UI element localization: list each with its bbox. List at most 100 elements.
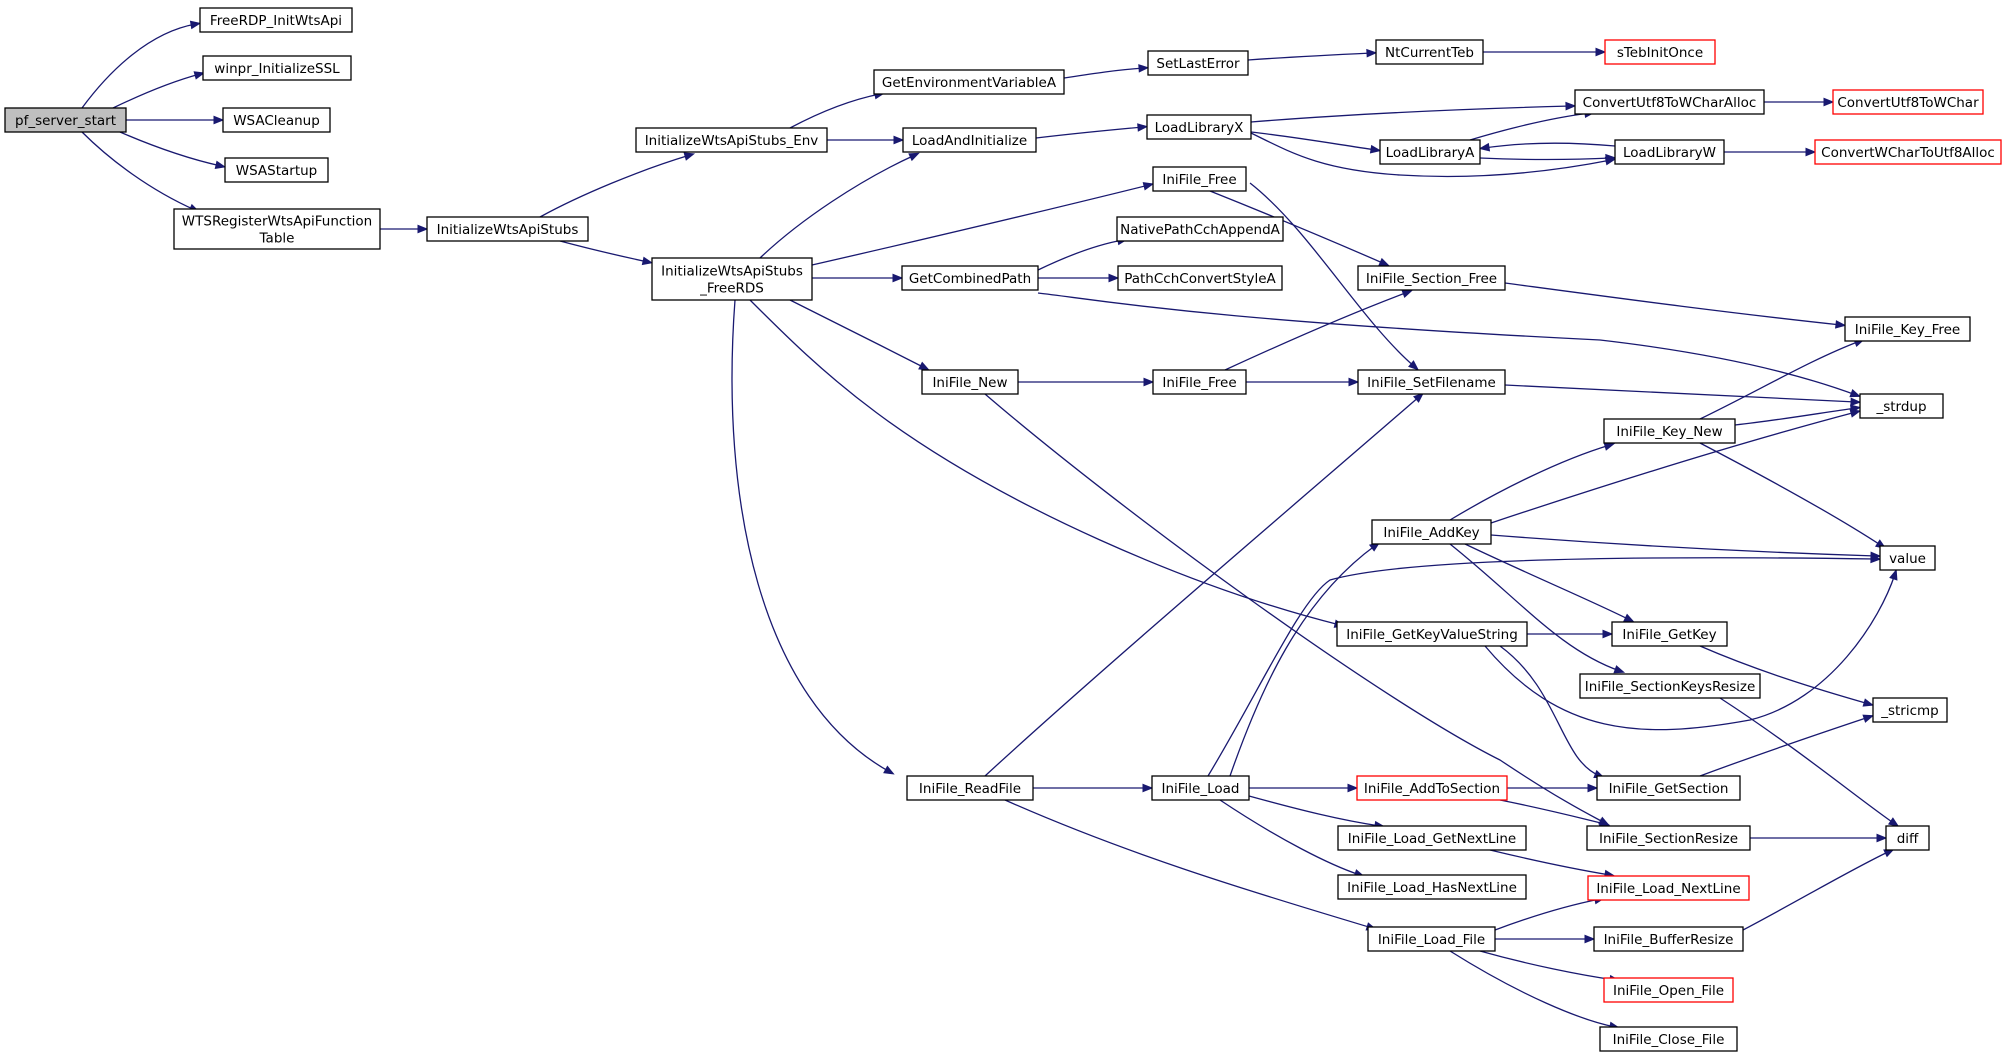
- node-box[interactable]: [1375, 39, 1484, 65]
- node-box[interactable]: [199, 7, 353, 33]
- node-box[interactable]: [1587, 875, 1750, 901]
- node-getenvironmentvariablea[interactable]: GetEnvironmentVariableA: [873, 69, 1065, 95]
- node-box[interactable]: [426, 216, 589, 242]
- node-inifile-close-file[interactable]: IniFile_Close_File: [1599, 1026, 1738, 1052]
- node-box[interactable]: [1151, 775, 1250, 801]
- node-inifile-sectionresize[interactable]: IniFile_SectionResize: [1586, 825, 1751, 851]
- node-box[interactable]: [1367, 926, 1496, 952]
- node-diff[interactable]: diff: [1885, 825, 1930, 851]
- node-box[interactable]: [1152, 166, 1247, 192]
- node-box[interactable]: [1603, 977, 1734, 1003]
- node-inifile-getsection[interactable]: IniFile_GetSection: [1596, 775, 1741, 801]
- node-inifile-load-getnextline[interactable]: IniFile_Load_GetNextLine: [1337, 825, 1527, 851]
- node-convertwchartoutf8alloc[interactable]: ConvertWCharToUtf8Alloc: [1814, 139, 2002, 165]
- node-box[interactable]: [1357, 369, 1506, 395]
- node--strdup[interactable]: _strdup: [1859, 393, 1944, 419]
- node-box[interactable]: [1337, 874, 1527, 900]
- node-box[interactable]: [173, 208, 381, 250]
- node-inifile-key-free[interactable]: IniFile_Key_Free: [1844, 316, 1971, 342]
- node-box[interactable]: [1357, 265, 1506, 291]
- node-inifile-load-file[interactable]: IniFile_Load_File: [1367, 926, 1496, 952]
- node-inifile-getkeyvaluestring[interactable]: IniFile_GetKeyValueString: [1336, 621, 1528, 647]
- node-box[interactable]: [1596, 775, 1741, 801]
- node-box[interactable]: [1579, 673, 1761, 699]
- node-initializewtsapistubs-freerds[interactable]: InitializeWtsApiStubs_FreeRDS: [651, 257, 813, 301]
- node-inifile-addtosection[interactable]: IniFile_AddToSection: [1356, 775, 1508, 801]
- node-box[interactable]: [1147, 50, 1249, 76]
- node-inifile-bufferresize[interactable]: IniFile_BufferResize: [1593, 926, 1744, 952]
- node-box[interactable]: [1116, 216, 1284, 242]
- node-box[interactable]: [222, 107, 331, 133]
- node-box[interactable]: [1371, 519, 1492, 545]
- node-inifile-readfile[interactable]: IniFile_ReadFile: [906, 775, 1034, 801]
- node-convertutf8towchar[interactable]: ConvertUtf8ToWChar: [1832, 89, 1984, 115]
- node-box[interactable]: [1337, 825, 1527, 851]
- node-winpr-initializessl[interactable]: winpr_InitializeSSL: [202, 55, 352, 81]
- node-loadlibraryx[interactable]: LoadLibraryX: [1146, 114, 1252, 140]
- node-box[interactable]: [1832, 89, 1984, 115]
- node-inifile-load[interactable]: IniFile_Load: [1151, 775, 1250, 801]
- node-pathcchconvertstylea[interactable]: PathCchConvertStyleA: [1117, 265, 1283, 291]
- node-inifile-load-hasnextline[interactable]: IniFile_Load_HasNextLine: [1337, 874, 1527, 900]
- node-box[interactable]: [1152, 369, 1247, 395]
- node-inifile-open-file[interactable]: IniFile_Open_File: [1603, 977, 1734, 1003]
- node-inifile-sectionkeysresize[interactable]: IniFile_SectionKeysResize: [1579, 673, 1761, 699]
- node-loadandinitialize[interactable]: LoadAndInitialize: [902, 127, 1037, 153]
- node-inifile-getkey[interactable]: IniFile_GetKey: [1611, 621, 1728, 647]
- node-box[interactable]: [1604, 39, 1716, 65]
- node-inifile-free-2[interactable]: IniFile_Free: [1152, 369, 1247, 395]
- node-box[interactable]: [1593, 926, 1744, 952]
- node-inifile-addkey[interactable]: IniFile_AddKey: [1371, 519, 1492, 545]
- node-box[interactable]: [1336, 621, 1528, 647]
- node-box[interactable]: [1885, 825, 1930, 851]
- node-box[interactable]: [901, 265, 1039, 291]
- node-box[interactable]: [1603, 418, 1736, 444]
- node-initializewtsapistubs-env[interactable]: InitializeWtsApiStubs_Env: [635, 127, 828, 153]
- node-box[interactable]: [906, 775, 1034, 801]
- node-convertutf8towcharalloc[interactable]: ConvertUtf8ToWCharAlloc: [1574, 89, 1765, 115]
- node-box[interactable]: [1872, 697, 1948, 723]
- node-nativepathcchappenda[interactable]: NativePathCchAppendA: [1116, 216, 1284, 242]
- node-inifile-free-1[interactable]: IniFile_Free: [1152, 166, 1247, 192]
- node-box[interactable]: [1146, 114, 1252, 140]
- node-box[interactable]: [224, 157, 329, 183]
- node-box[interactable]: [902, 127, 1037, 153]
- node-box[interactable]: [921, 369, 1019, 395]
- node-box[interactable]: [1379, 139, 1481, 165]
- node-getcombinedpath[interactable]: GetCombinedPath: [901, 265, 1039, 291]
- node-pf-server-start[interactable]: pf_server_start: [4, 107, 127, 133]
- node-value[interactable]: value: [1879, 545, 1936, 571]
- node-stebinitonce[interactable]: sTebInitOnce: [1604, 39, 1716, 65]
- node--stricmp[interactable]: _stricmp: [1872, 697, 1948, 723]
- node-wsastartup[interactable]: WSAStartup: [224, 157, 329, 183]
- node-box[interactable]: [1814, 139, 2002, 165]
- node-inifile-new[interactable]: IniFile_New: [921, 369, 1019, 395]
- node-inifile-section-free[interactable]: IniFile_Section_Free: [1357, 265, 1506, 291]
- node-box[interactable]: [1879, 545, 1936, 571]
- node-setlasterror[interactable]: SetLastError: [1147, 50, 1249, 76]
- node-box[interactable]: [1859, 393, 1944, 419]
- node-initializewtsapistubs[interactable]: InitializeWtsApiStubs: [426, 216, 589, 242]
- node-box[interactable]: [202, 55, 352, 81]
- node-box[interactable]: [1599, 1026, 1738, 1052]
- node-box[interactable]: [1611, 621, 1728, 647]
- node-freerdp-initwtsapi[interactable]: FreeRDP_InitWtsApi: [199, 7, 353, 33]
- node-box[interactable]: [1117, 265, 1283, 291]
- node-box[interactable]: [1614, 139, 1725, 165]
- node-inifile-setfilename[interactable]: IniFile_SetFilename: [1357, 369, 1506, 395]
- node-box[interactable]: [873, 69, 1065, 95]
- node-inifile-load-nextline[interactable]: IniFile_Load_NextLine: [1587, 875, 1750, 901]
- node-box[interactable]: [1574, 89, 1765, 115]
- node-inifile-key-new[interactable]: IniFile_Key_New: [1603, 418, 1736, 444]
- node-loadlibrarya[interactable]: LoadLibraryA: [1379, 139, 1481, 165]
- node-box[interactable]: [635, 127, 828, 153]
- node-loadlibraryw[interactable]: LoadLibraryW: [1614, 139, 1725, 165]
- node-box[interactable]: [651, 257, 813, 301]
- node-box[interactable]: [1844, 316, 1971, 342]
- node-box[interactable]: [1356, 775, 1508, 801]
- node-wsacleanup[interactable]: WSACleanup: [222, 107, 331, 133]
- node-ntcurrentteb[interactable]: NtCurrentTeb: [1375, 39, 1484, 65]
- node-box[interactable]: [1586, 825, 1751, 851]
- node-box[interactable]: [4, 107, 127, 133]
